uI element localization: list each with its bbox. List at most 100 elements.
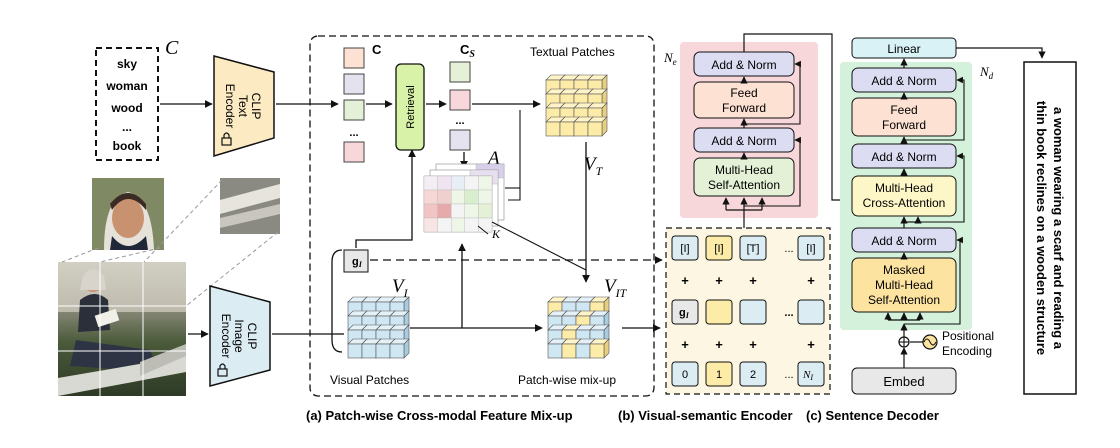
position-label: 0	[682, 369, 688, 381]
masked-attention-label: Self-Attention	[868, 293, 940, 307]
concept-word: book	[113, 139, 142, 153]
patch-cell	[547, 343, 563, 359]
concept-embedding	[343, 99, 365, 121]
input-image	[58, 262, 186, 396]
visual-patches-cube	[347, 296, 410, 359]
concept-word: woman	[105, 79, 147, 93]
attention-layer	[423, 175, 493, 233]
plus-sign: +	[749, 337, 757, 352]
attention-cell	[423, 175, 438, 191]
add-norm-label: Add & Norm	[871, 234, 936, 248]
image-encoder-label: CLIP	[245, 323, 259, 350]
embed-label: Embed	[883, 374, 924, 389]
attention-cell	[464, 175, 479, 191]
lock-icon	[217, 363, 228, 377]
token-type-label: ...	[784, 243, 793, 255]
global-feature-token: gI	[679, 307, 690, 320]
patch-cell	[559, 121, 575, 137]
lock-icon	[221, 132, 232, 146]
add-norm-label: Add & Norm	[711, 134, 776, 148]
position-box	[797, 361, 825, 387]
mixed-patches-cube	[547, 296, 610, 359]
attention-cell	[464, 217, 479, 233]
feed-forward-label: Forward	[722, 101, 766, 115]
concept-embedding	[343, 141, 365, 163]
patch-cell	[589, 343, 605, 359]
image-encoder-label: Encoder	[219, 314, 233, 359]
zoom-line	[61, 247, 99, 263]
token-type-box	[671, 235, 699, 261]
wood-crop-image	[220, 178, 280, 234]
patch-cell	[375, 343, 391, 359]
feed-forward-label: Forward	[882, 118, 926, 132]
concept-word: ...	[122, 120, 132, 134]
patch-cell	[587, 121, 603, 137]
clip-image-encoder	[209, 285, 271, 387]
k-label: K	[491, 227, 501, 241]
add-norm-label: Add & Norm	[711, 58, 776, 72]
concept-word-box	[95, 47, 159, 161]
feature-box	[739, 299, 767, 325]
ellipsis: ...	[784, 307, 793, 319]
feature-row: gI...	[671, 299, 825, 325]
attention-cell	[478, 189, 493, 205]
plus-sign: +	[681, 337, 689, 352]
text-encoder-label: Text	[236, 95, 250, 118]
attention-cell	[437, 203, 452, 219]
position-label: ...	[784, 369, 793, 381]
concept-embedding	[343, 73, 365, 95]
attention-map	[423, 163, 505, 235]
caption-decoder: (c) Sentence Decoder	[806, 408, 939, 423]
positional-encoding-label: Encoding	[942, 344, 992, 358]
patch-cell	[575, 343, 591, 359]
zoom-line	[99, 247, 161, 263]
patch-cell	[561, 343, 577, 359]
arrow	[956, 47, 1046, 59]
masked-attention-label: Masked	[883, 263, 925, 277]
attention-cell	[423, 203, 438, 219]
patchwise-mixup-label: Patch-wise mix-up	[518, 373, 616, 387]
concept-set-symbol: C	[165, 37, 179, 59]
position-label: 2	[750, 369, 756, 381]
caption-encoder: (b) Visual-semantic Encoder	[618, 408, 793, 423]
plus-sign: +	[749, 273, 757, 288]
patch-cell	[389, 343, 405, 359]
vt-symbol: VT	[584, 154, 604, 178]
residual-arrow	[904, 152, 965, 223]
concept-word: sky	[117, 57, 137, 71]
attention-cell	[464, 203, 479, 219]
patch-cell	[361, 343, 377, 359]
connector	[491, 221, 587, 271]
selected-concept-embedding	[449, 61, 471, 83]
selected-concepts-label: CS	[460, 42, 475, 60]
bracket	[331, 249, 343, 353]
patch-cell	[545, 121, 561, 137]
face-crop-image	[92, 178, 164, 250]
ellipsis: ...	[349, 127, 358, 139]
attention-cell	[423, 217, 438, 233]
attention-cell	[437, 175, 452, 191]
zoom-line	[143, 179, 223, 263]
global-feature-box	[343, 249, 369, 273]
attention-cell	[451, 189, 466, 205]
cross-attention-label: Cross-Attention	[863, 196, 946, 210]
position-box	[671, 361, 699, 387]
residual-arrow	[904, 76, 965, 141]
global-feature-label: gI	[352, 256, 363, 269]
concept-set-label: C	[372, 42, 382, 57]
add-norm-label: Add & Norm	[871, 74, 936, 88]
output-caption-line: a woman wearing a scarf and reading a	[1051, 107, 1066, 350]
position-box	[739, 361, 767, 387]
zoom-line	[185, 231, 279, 307]
retrieval-label: Retrieval	[405, 85, 417, 128]
position-label: 1	[716, 369, 722, 381]
patch-cell	[347, 343, 363, 359]
feature-box	[671, 299, 699, 325]
feature-box	[797, 299, 825, 325]
token-type-box	[739, 235, 767, 261]
add-norm-label: Add & Norm	[871, 150, 936, 164]
token-type-label: [I]	[714, 243, 723, 255]
token-type-row: [I][I][T]...[I]++++++++	[671, 235, 825, 352]
